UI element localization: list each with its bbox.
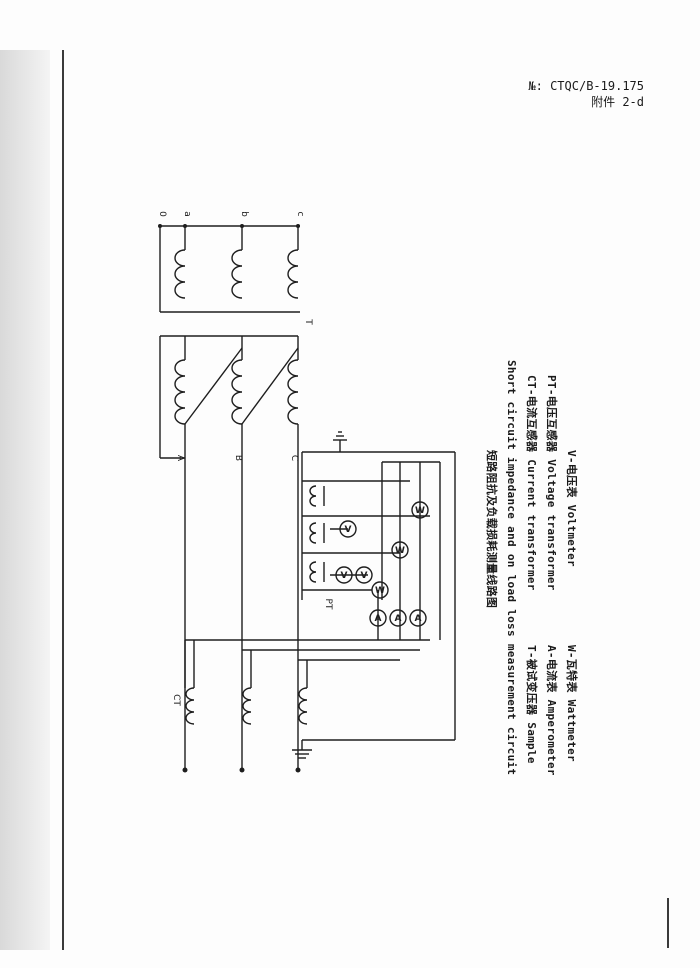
secondary-coil-c <box>287 249 299 299</box>
label-PT: PT <box>323 599 333 610</box>
ammeter-2 <box>389 609 407 627</box>
meter-wiring <box>185 528 455 759</box>
ammeter-3-label: A <box>415 614 422 624</box>
voltmeter-3 <box>355 566 373 584</box>
pt-coil-1 <box>309 485 317 507</box>
primary-windings <box>159 335 299 459</box>
label-CT: CT <box>171 694 181 706</box>
voltmeter-2 <box>335 566 353 584</box>
primary-coil-a <box>174 359 186 425</box>
terminal-b: b <box>239 211 249 217</box>
meters <box>335 501 429 627</box>
pt-coil-3 <box>309 561 317 583</box>
attachment-label: 附件 2-d <box>591 95 644 109</box>
secondary-coil-a <box>174 249 186 299</box>
binding-line <box>62 50 64 950</box>
voltmeter-1-label: V <box>345 525 352 535</box>
legend-V: V-电压表 Voltmeter <box>565 450 578 567</box>
terminal-A: A <box>175 455 185 462</box>
terminal-a: a <box>182 211 192 217</box>
pt-section <box>301 431 456 740</box>
terminal-B: B <box>233 455 243 461</box>
ammeter-2-label: A <box>395 614 402 624</box>
ct-coil-b <box>242 687 252 725</box>
page-edge-line <box>667 898 669 948</box>
ammeter-3 <box>409 609 427 627</box>
secondary-windings <box>159 225 300 313</box>
wattmeter-2-label: W <box>395 546 405 556</box>
wattmeter-3-label: W <box>375 586 385 596</box>
pt-coil-2 <box>309 522 317 544</box>
caption-title-cn: 短路阻抗及负载损耗测量线路图 <box>485 450 498 609</box>
ct-coil-a <box>185 687 195 725</box>
primary-coil-b <box>231 359 243 425</box>
scan-margin-shadow <box>0 50 50 950</box>
legend-W: W-瓦特表 Wattmeter <box>565 645 578 762</box>
label-T: T <box>303 318 313 325</box>
primary-coil-c <box>287 359 299 425</box>
diagram-labels: 0 a b c A B C T PT CT V V V A A A W W W <box>157 211 425 706</box>
legend-T: T-被试变压器 Sample <box>525 645 538 764</box>
voltmeter-1 <box>339 520 357 538</box>
ammeter-1 <box>369 609 387 627</box>
voltmeter-3-label: V <box>361 571 368 581</box>
document-header: №: CTQC/B-19.175 附件 2-d <box>528 78 644 110</box>
wattmeter-1-label: W <box>415 506 425 516</box>
wattmeter-3 <box>371 581 389 599</box>
wattmeter-2 <box>391 541 409 559</box>
terminal-c: c <box>295 212 305 217</box>
ct-coil-c <box>298 687 308 725</box>
legend-A: A-电流表 Amperometer <box>545 645 558 776</box>
caption-title-en: Short circuit impedance and on load loss… <box>505 360 518 776</box>
document-number: №: CTQC/B-19.175 <box>528 79 644 93</box>
terminal-0: 0 <box>157 211 167 217</box>
ct-section <box>184 640 308 725</box>
legend-CT: CT-电流互感器 Current transformer <box>525 375 538 591</box>
legend-PT: PT-电压互感器 Voltage transformer <box>545 375 558 591</box>
ammeter-1-label: A <box>375 614 382 624</box>
wattmeter-1 <box>411 501 429 519</box>
terminal-dots <box>158 224 301 773</box>
terminal-C: C <box>289 455 299 461</box>
feed-lines <box>184 458 299 770</box>
secondary-coil-b <box>231 249 243 299</box>
voltmeter-2-label: V <box>341 571 348 581</box>
